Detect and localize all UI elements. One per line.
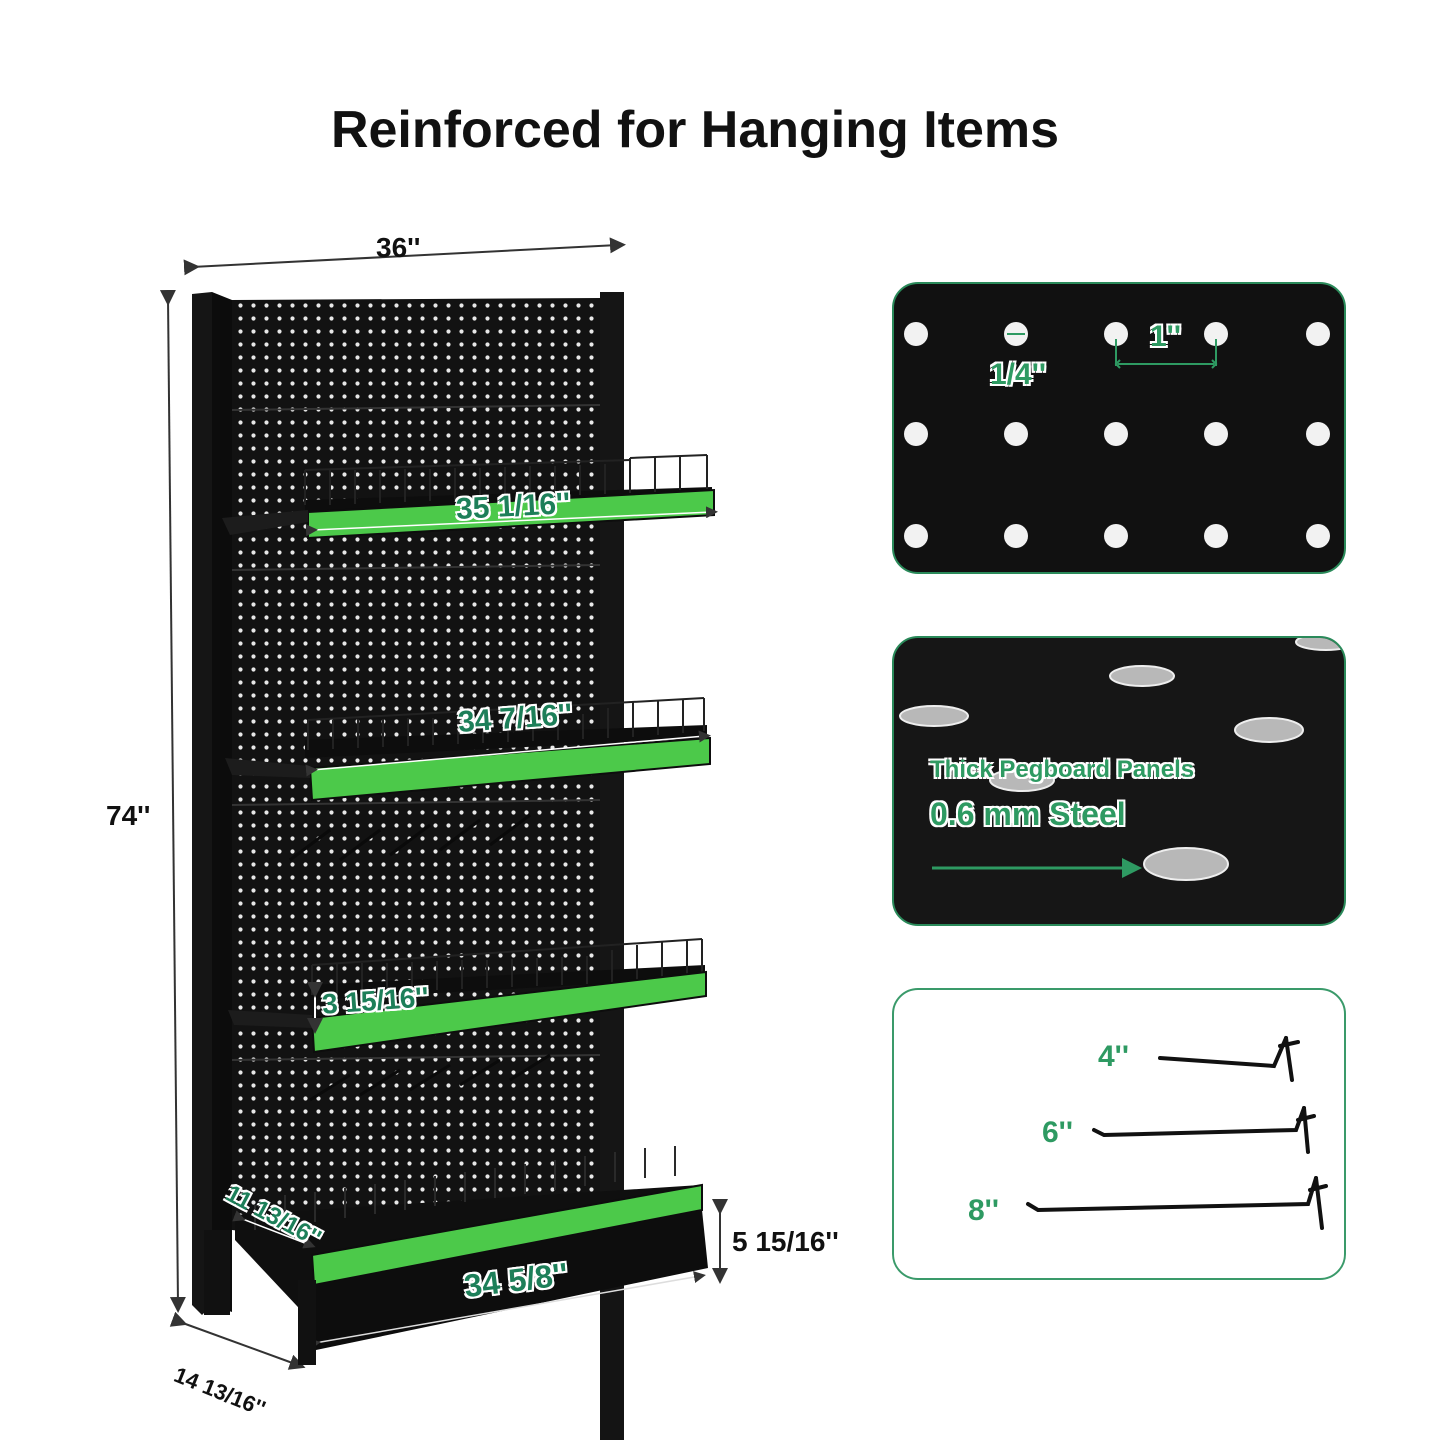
width-top-label: 36'': [376, 232, 421, 263]
hole-diameter-label: 1/4'': [990, 358, 1046, 391]
pegboard-hole-detail-panel: 1/4'' 1'': [892, 282, 1346, 574]
height-label: 74'': [106, 800, 151, 831]
page-title: Reinforced for Hanging Items: [330, 101, 1060, 159]
shelf-3: [228, 938, 707, 1054]
base-shelf: [204, 1146, 708, 1365]
peg-holes-grid: [904, 322, 1330, 548]
steel-thickness-value: 0.6 mm Steel: [930, 796, 1126, 832]
hooks-illustration: [1026, 1036, 1328, 1230]
steel-panel-holes: [899, 638, 1344, 881]
hook-sizes-panel: 4'' 6'' 8'': [892, 988, 1346, 1280]
hole-spacing-label: 1'': [1150, 320, 1181, 353]
hook-6in-label: 6'': [1042, 1116, 1073, 1149]
shelf-rack-illustration: [159, 237, 728, 1440]
steel-thickness-panel: Thick Pegboard Panels 0.6 mm Steel: [892, 636, 1346, 926]
steel-panel-caption: Thick Pegboard Panels: [930, 756, 1195, 783]
shelf-1-width-label: 35 1/16'': [455, 487, 572, 526]
hook-4in-label: 4'': [1098, 1040, 1129, 1073]
base-height-label: 5 15/16'': [732, 1226, 839, 1257]
hook-8in-label: 8'': [968, 1194, 999, 1227]
